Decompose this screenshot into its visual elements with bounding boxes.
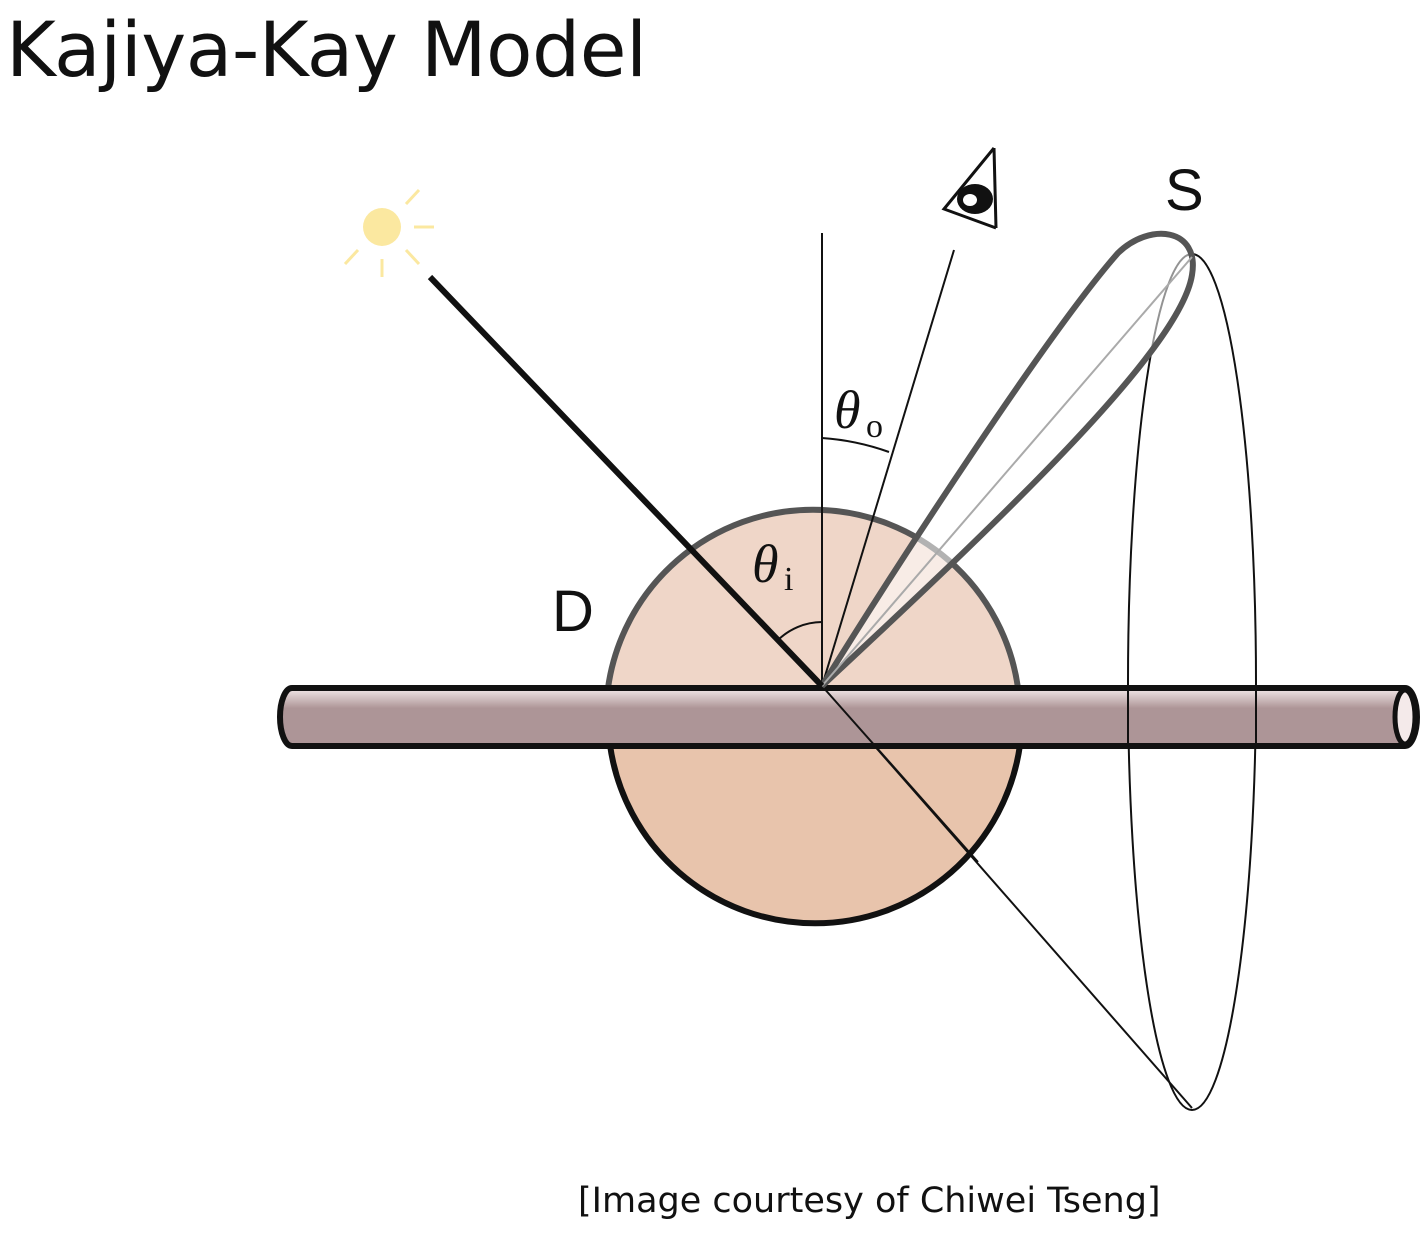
theta-o-symbol: θ	[834, 380, 861, 440]
theta-i-symbol: θ	[752, 534, 779, 594]
specular-lobe	[819, 230, 1196, 689]
specular-label: S	[1165, 158, 1204, 223]
diffuse-lobe-lower	[610, 745, 1020, 924]
hair-fiber-end	[1392, 687, 1418, 747]
view-line	[821, 249, 955, 687]
slide-title: Kajiya-Kay Model	[6, 5, 647, 94]
theta-o-subscript: o	[866, 408, 883, 445]
theta-i-subscript: i	[784, 561, 793, 598]
specular-cone-ellipse	[1127, 253, 1257, 1111]
image-credit: [Image courtesy of Chiwei Tseng]	[578, 1181, 1161, 1221]
light-direction	[427, 274, 825, 689]
diffuse-label: D	[552, 579, 594, 644]
theta-o-arc	[821, 437, 890, 453]
eye-icon	[941, 147, 998, 230]
sun-icon	[343, 188, 434, 277]
